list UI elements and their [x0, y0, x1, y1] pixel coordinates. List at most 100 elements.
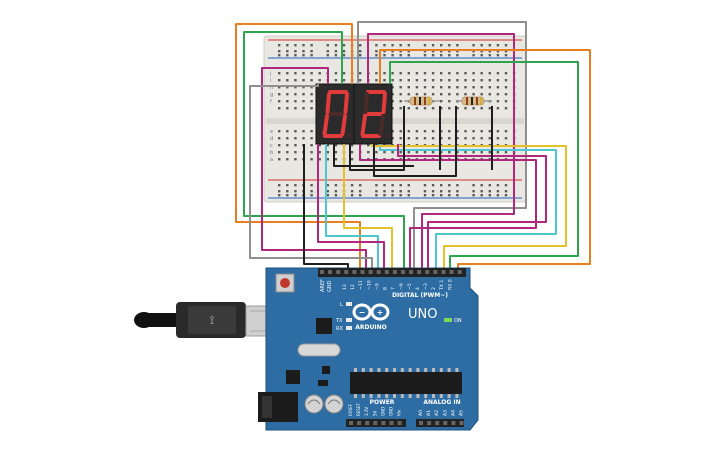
wire-magenta-right[interactable] [397, 144, 547, 270]
breadboard-hole [431, 130, 435, 133]
header-pin[interactable] [368, 270, 373, 274]
header-pin[interactable] [352, 270, 357, 274]
breadboard-hole [488, 50, 491, 53]
digital-pin-label: 8 [383, 287, 389, 290]
wire-orange-left[interactable] [235, 23, 361, 270]
breadboard-hole [350, 144, 354, 147]
wire-orange-right[interactable] [379, 49, 591, 270]
resistor-1[interactable] [404, 96, 440, 106]
breadboard-hole [326, 44, 329, 47]
header-pin[interactable] [401, 270, 405, 274]
breadboard-hole [407, 151, 410, 154]
header-pin[interactable] [373, 421, 378, 425]
header-pin[interactable] [417, 270, 422, 274]
header-pin[interactable] [384, 270, 389, 274]
header-pin[interactable] [365, 421, 370, 425]
wire-black-gnd[interactable] [303, 144, 349, 270]
breadboard-hole [302, 54, 305, 57]
digital-pin-label: 13 [342, 284, 348, 290]
header-pin[interactable] [320, 270, 324, 274]
header-pin[interactable] [441, 270, 446, 274]
breadboard-row-letter: e [270, 129, 273, 135]
breadboard-hole [472, 86, 475, 89]
seven-segment-display-right[interactable] [353, 83, 393, 145]
analog-pin-label: A3 [442, 410, 448, 416]
wire-magenta-top[interactable] [367, 33, 515, 270]
breadboard-hole [407, 86, 410, 89]
breadboard-hole [391, 190, 394, 193]
wire-green-right[interactable] [389, 61, 579, 270]
breadboard-hole [334, 158, 338, 161]
breadboard-hole [391, 107, 394, 110]
breadboard-hole [456, 184, 459, 187]
wire-cyan-right[interactable] [379, 144, 557, 270]
led-rx-label: RX [336, 326, 343, 332]
header-pin[interactable] [443, 421, 448, 425]
breadboard-hole [391, 93, 394, 96]
breadboard-hole [334, 72, 338, 75]
breadboard-hole [440, 54, 443, 57]
wire-cyan-left[interactable] [325, 144, 379, 270]
header-pin[interactable] [357, 421, 362, 425]
breadboard-hole [407, 93, 410, 96]
breadboard-hole [391, 44, 394, 47]
header-pin[interactable] [360, 270, 365, 274]
wire-black-jumper-3[interactable] [373, 106, 457, 177]
breadboard-hole [334, 50, 338, 53]
header-pin[interactable] [328, 270, 333, 274]
resistor-2[interactable] [456, 96, 492, 106]
wire-magenta-right-2[interactable] [359, 144, 537, 270]
breadboard-row-letter: g [270, 92, 273, 98]
header-pin[interactable] [349, 421, 353, 425]
header-pin[interactable] [449, 270, 454, 274]
header-pin[interactable] [451, 421, 456, 425]
breadboard-hole [278, 137, 281, 140]
breadboard-hole [423, 151, 427, 154]
header-pin[interactable] [397, 421, 402, 425]
wire-green-left[interactable] [243, 31, 405, 270]
breadboard-hole [302, 72, 305, 75]
header-pin[interactable] [376, 270, 381, 274]
breadboard-hole [423, 72, 427, 75]
breadboard-hole [488, 79, 491, 82]
header-pin[interactable] [344, 270, 349, 274]
header-pin[interactable] [409, 270, 414, 274]
breadboard-hole [391, 194, 394, 197]
breadboard-hole [399, 79, 402, 82]
wire-black-jumper-1[interactable] [349, 106, 405, 171]
header-pin[interactable] [381, 421, 386, 425]
breadboard-hole [480, 107, 483, 110]
wire-yellow-left[interactable] [343, 144, 393, 270]
breadboard-hole [440, 44, 443, 47]
header-pin[interactable] [435, 421, 440, 425]
wire-yellow-right[interactable] [371, 144, 567, 270]
atmega-pins [354, 368, 459, 398]
header-pin[interactable] [457, 270, 462, 274]
header-pin[interactable] [425, 270, 430, 274]
header-pin[interactable] [419, 421, 423, 425]
wire-magenta-left[interactable] [261, 67, 367, 270]
wire-magenta-2[interactable] [317, 144, 385, 270]
power-pin-label: RESET [356, 403, 361, 416]
breadboard-hole [464, 151, 467, 154]
header-pin[interactable] [392, 270, 397, 274]
reset-button-cap[interactable] [280, 278, 290, 288]
digital-pin-label: 4 [415, 287, 421, 290]
header-pin[interactable] [427, 421, 432, 425]
wire-black-jumper-5[interactable] [333, 144, 414, 167]
breadboard-hole [504, 194, 508, 197]
header-pin[interactable] [336, 270, 341, 274]
seven-segment-display-left[interactable] [315, 83, 355, 145]
header-pin[interactable] [459, 421, 464, 425]
wires[interactable] [235, 21, 591, 270]
header-pin[interactable] [389, 421, 394, 425]
breadboard-hole [334, 184, 338, 187]
header-pin[interactable] [433, 270, 438, 274]
wire-gray-left[interactable] [249, 84, 373, 270]
breadboard-hole [456, 190, 459, 193]
wire-gray-top[interactable] [357, 21, 527, 270]
arduino-model-text: UNO [408, 307, 437, 322]
